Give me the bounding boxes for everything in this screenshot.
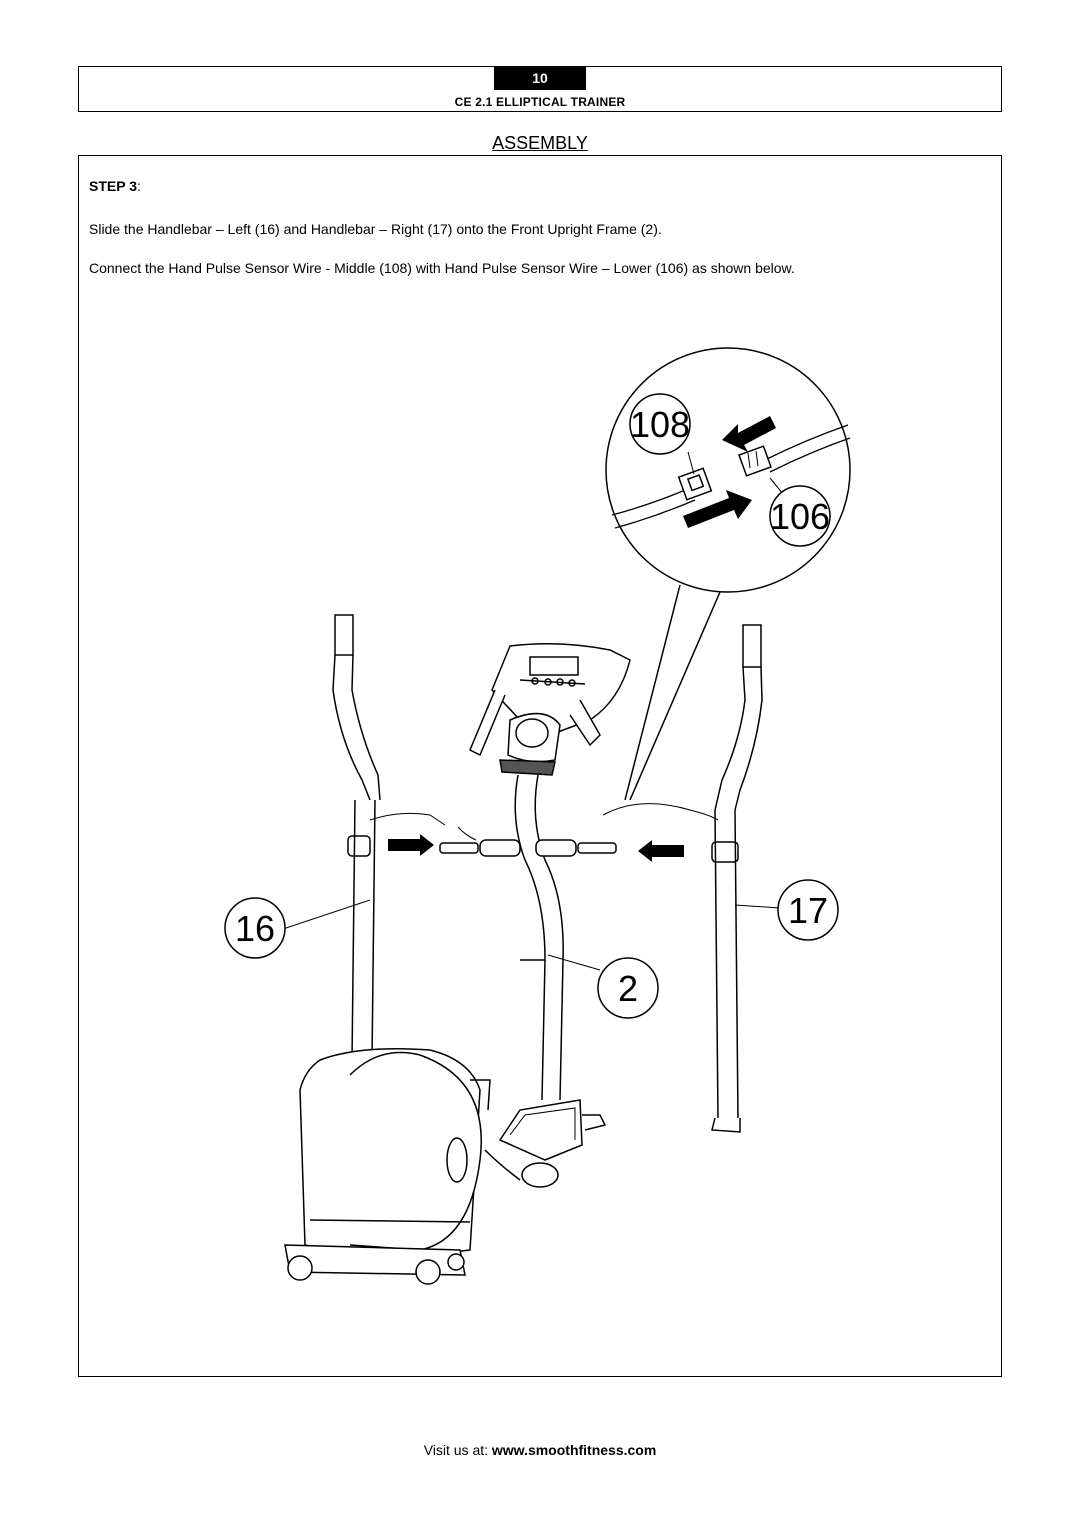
console — [469, 643, 631, 776]
crossbar — [347, 803, 739, 863]
step-label-suffix: : — [137, 178, 141, 194]
callout-2: 2 — [618, 968, 638, 1009]
section-title: ASSEMBLY — [0, 133, 1080, 154]
footer: Visit us at: www.smoothfitness.com — [0, 1442, 1080, 1458]
page-number: 10 — [494, 66, 586, 90]
handlebar-left: 16 — [224, 614, 381, 1061]
front-upright-frame — [514, 774, 601, 1101]
step-label-text: STEP 3 — [89, 178, 137, 194]
connector-108 — [677, 451, 713, 501]
callout-108: 108 — [630, 404, 690, 445]
connector-106 — [738, 445, 789, 501]
arrow-icon — [388, 834, 684, 862]
section-title-text: ASSEMBLY — [492, 133, 588, 153]
header-box: 10 CE 2.1 ELLIPTICAL TRAINER — [78, 66, 1002, 112]
document-title: CE 2.1 ELLIPTICAL TRAINER — [454, 95, 626, 109]
callout-16: 16 — [235, 908, 275, 949]
step-content-box: STEP 3: Slide the Handlebar – Left (16) … — [78, 155, 1002, 1377]
connector-detail-zoom: 108 106 — [605, 347, 851, 801]
footer-prefix: Visit us at: — [423, 1442, 492, 1458]
instruction-1: Slide the Handlebar – Left (16) and Hand… — [89, 221, 662, 237]
flywheel-housing — [284, 1048, 521, 1285]
instruction-2: Connect the Hand Pulse Sensor Wire - Mid… — [89, 260, 795, 276]
handlebar-right: 17 — [711, 624, 839, 1133]
callout-106: 106 — [770, 496, 830, 537]
callout-17: 17 — [788, 890, 828, 931]
step-label: STEP 3: — [89, 178, 141, 194]
pedal — [498, 1099, 607, 1188]
footer-url[interactable]: www.smoothfitness.com — [491, 1442, 657, 1458]
arrow-icon — [683, 416, 776, 528]
